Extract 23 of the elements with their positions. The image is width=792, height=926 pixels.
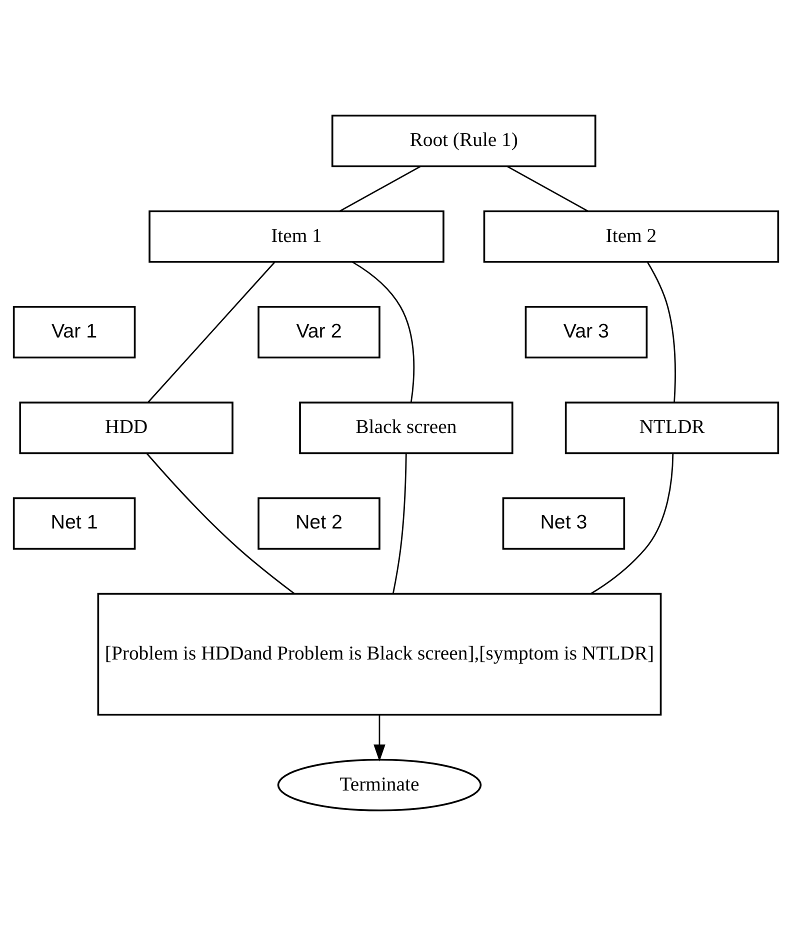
node-box: Var 2 (258, 306, 380, 358)
arrow (374, 714, 386, 762)
connector (392, 454, 407, 594)
node-box: HDD (19, 402, 234, 454)
node-box: Item 1 (148, 210, 444, 263)
node-box: Item 2 (483, 210, 780, 263)
node-box: Net 3 (502, 497, 626, 550)
connector (647, 262, 676, 402)
node-box: Net 1 (12, 497, 136, 550)
connector (146, 452, 295, 594)
node-box: Root (Rule 1) (331, 114, 596, 168)
node-box: Black screen (299, 402, 514, 454)
node-box: NTLDR (564, 402, 780, 454)
connector (590, 453, 674, 594)
connector (148, 262, 276, 403)
node-box: Net 2 (258, 497, 380, 550)
node-box: Var 1 (12, 306, 136, 358)
node-box: Var 3 (524, 306, 648, 358)
connector (352, 261, 415, 402)
node-box: [Problem is HDDand Problem is Black screen],[symptom is NTLDR] (97, 592, 662, 716)
connector (339, 166, 421, 212)
connector (507, 166, 588, 212)
node-ellipse: Terminate (277, 758, 482, 812)
